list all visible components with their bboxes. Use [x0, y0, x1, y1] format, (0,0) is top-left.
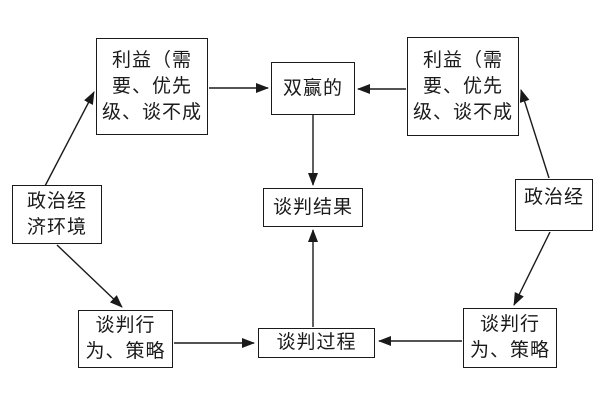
- node-interests-left-line3: 级、谈不成: [101, 101, 202, 123]
- node-interests-right: 利益（需 要、优先 级、谈不成: [407, 37, 519, 136]
- node-political-economic-env-right: 政治经: [515, 179, 593, 231]
- node-political-economic-env-left: 政治经 济环境: [12, 185, 102, 244]
- node-env-left-line1: 政治经: [26, 190, 87, 212]
- node-interests-left-line2: 要、优先: [111, 75, 192, 97]
- arrow-envright-to-behaviorright: [513, 231, 551, 306]
- node-behavior-right-line1: 谈判行: [479, 314, 540, 335]
- node-negotiation-process-line1: 谈判过程: [276, 332, 357, 353]
- node-behavior-left-line1: 谈判行: [95, 315, 156, 336]
- arrow-envright-to-interestsright: [519, 89, 550, 179]
- node-behavior-left-line2: 为、策略: [85, 341, 166, 362]
- node-negotiation-result: 谈判结果: [263, 188, 363, 227]
- node-env-left-line2: 济环境: [26, 216, 87, 238]
- node-interests-left-line1: 利益（需: [111, 49, 192, 71]
- node-interests-left: 利益（需 要、优先 级、谈不成: [96, 38, 208, 135]
- node-behavior-right-line2: 为、策略: [469, 340, 550, 361]
- node-env-right-line1: 政治经: [523, 187, 584, 208]
- node-win-win: 双赢的: [271, 62, 355, 115]
- arrow-envleft-to-interestsleft: [44, 91, 95, 187]
- node-negotiation-behavior-right: 谈判行 为、策略: [463, 308, 557, 368]
- arrow-envleft-to-behaviorleft: [56, 244, 123, 308]
- node-negotiation-behavior-left: 谈判行 为、策略: [78, 310, 173, 368]
- node-interests-right-line2: 要、优先: [422, 75, 503, 97]
- node-interests-right-line1: 利益（需: [422, 49, 503, 71]
- node-negotiation-result-line1: 谈判结果: [272, 196, 353, 218]
- node-interests-right-line3: 级、谈不成: [412, 101, 513, 123]
- node-negotiation-process: 谈判过程: [258, 328, 375, 358]
- node-win-win-line1: 双赢的: [282, 77, 343, 99]
